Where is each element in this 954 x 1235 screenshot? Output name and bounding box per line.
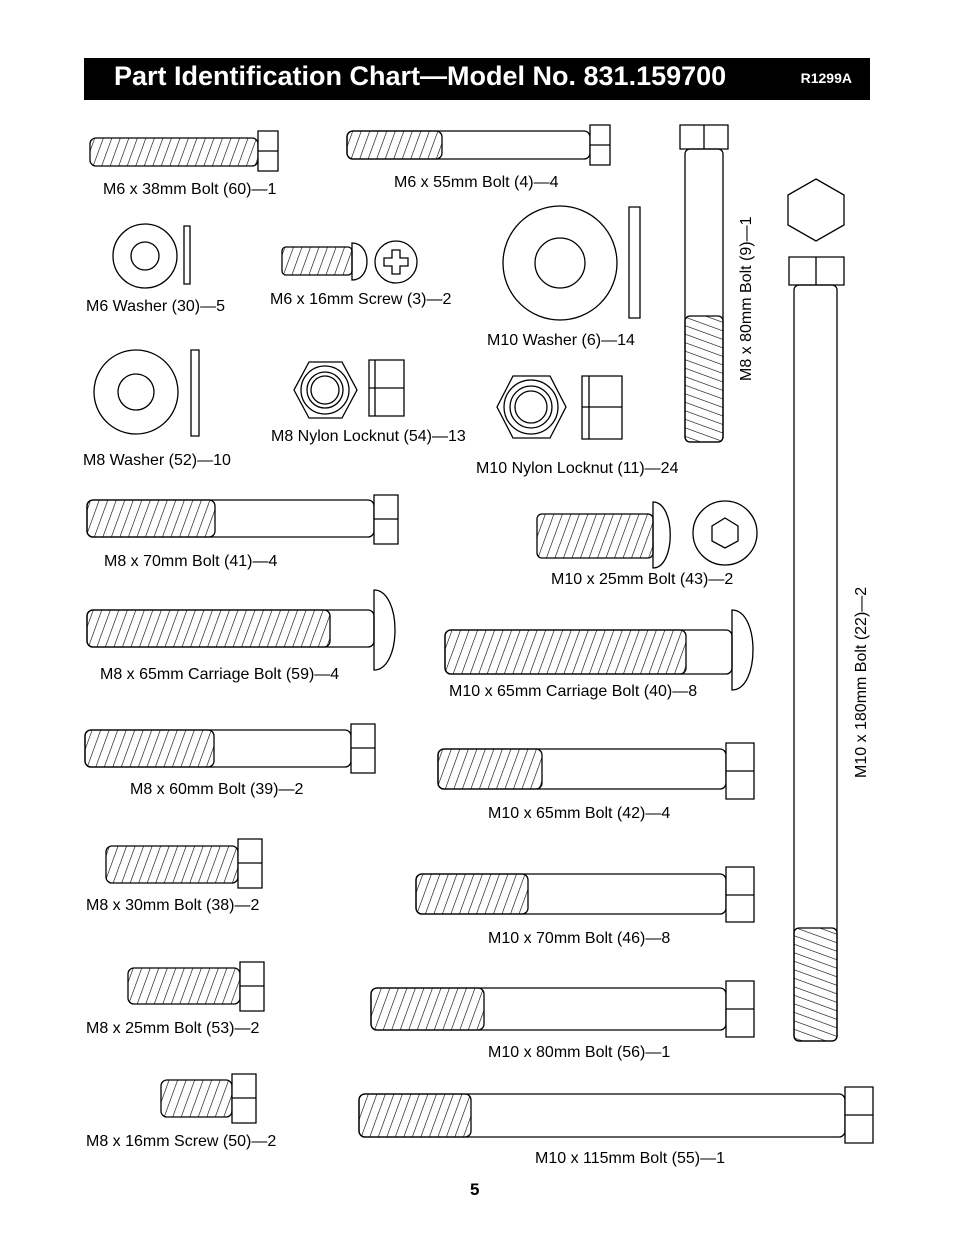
m10-80mm-bolt-drawing (371, 981, 754, 1037)
m8-nylon-locknut-drawing (294, 360, 404, 418)
m6-55mm-bolt-drawing (347, 125, 610, 165)
label-m8-nylon-locknut: M8 Nylon Locknut (54)—13 (271, 428, 466, 445)
m10-115mm-bolt-drawing (359, 1087, 873, 1143)
label-m8-washer: M8 Washer (52)—10 (83, 452, 231, 469)
m10-65mm-carriage-bolt-drawing (445, 610, 753, 690)
m8-16mm-screw-drawing (161, 1074, 256, 1123)
label-m8-16mm-screw: M8 x 16mm Screw (50)—2 (86, 1133, 277, 1150)
label-m8-25mm-bolt: M8 x 25mm Bolt (53)—2 (86, 1020, 260, 1037)
label-m8-60mm-bolt: M8 x 60mm Bolt (39)—2 (130, 781, 304, 798)
label-m10-80mm-bolt: M10 x 80mm Bolt (56)—1 (488, 1044, 671, 1061)
label-m10-115mm-bolt: M10 x 115mm Bolt (55)—1 (535, 1150, 725, 1167)
header-banner: Part Identification Chart—Model No. 831.… (84, 58, 870, 100)
m10-washer-drawing (503, 206, 640, 320)
label-m8-65mm-carriage-bolt: M8 x 65mm Carriage Bolt (59)—4 (100, 666, 340, 683)
label-m10-70mm-bolt: M10 x 70mm Bolt (46)—8 (488, 930, 671, 947)
label-m6-55mm-bolt: M6 x 55mm Bolt (4)—4 (394, 174, 559, 191)
m8-70mm-bolt-drawing (87, 495, 398, 544)
label-m6-16mm-screw: M6 x 16mm Screw (3)—2 (270, 291, 452, 308)
label-m10-180mm-bolt: M10 x 180mm Bolt (22)—2 (853, 586, 870, 778)
m10-25mm-bolt-drawing (537, 501, 757, 568)
m10-70mm-bolt-drawing (416, 867, 754, 922)
m6-38mm-bolt-drawing (90, 131, 278, 171)
label-m10-65mm-bolt: M10 x 65mm Bolt (42)—4 (488, 805, 671, 822)
label-m6-38mm-bolt: M6 x 38mm Bolt (60)—1 (103, 181, 277, 198)
m10-65mm-bolt-drawing (438, 743, 754, 799)
label-m10-65mm-carriage-bolt: M10 x 65mm Carriage Bolt (40)—8 (449, 683, 698, 700)
label-m10-nylon-locknut: M10 Nylon Locknut (11)—24 (476, 460, 679, 477)
m8-25mm-bolt-drawing (128, 962, 264, 1011)
m8-65mm-carriage-bolt-drawing (87, 590, 395, 670)
page-number: 5 (470, 1180, 480, 1199)
label-m8-80mm-bolt: M8 x 80mm Bolt (9)—1 (738, 216, 755, 381)
m10-nylon-locknut-drawing (497, 376, 622, 439)
m8-washer-drawing (94, 350, 199, 436)
m8-60mm-bolt-drawing (85, 724, 375, 773)
label-m10-25mm-bolt: M10 x 25mm Bolt (43)—2 (551, 571, 734, 588)
m10-180mm-bolt-drawing (788, 179, 844, 1041)
page-title: Part Identification Chart—Model No. 831.… (114, 61, 727, 91)
label-m6-washer: M6 Washer (30)—5 (86, 298, 225, 315)
m8-30mm-bolt-drawing (106, 839, 262, 888)
label-m8-70mm-bolt: M8 x 70mm Bolt (41)—4 (104, 553, 278, 570)
m6-washer-drawing (113, 224, 190, 288)
m8-80mm-bolt-drawing (680, 125, 728, 442)
m6-16mm-screw-drawing (282, 241, 417, 283)
label-m10-washer: M10 Washer (6)—14 (487, 332, 635, 349)
label-m8-30mm-bolt: M8 x 30mm Bolt (38)—2 (86, 897, 260, 914)
document-code: R1299A (800, 70, 852, 86)
